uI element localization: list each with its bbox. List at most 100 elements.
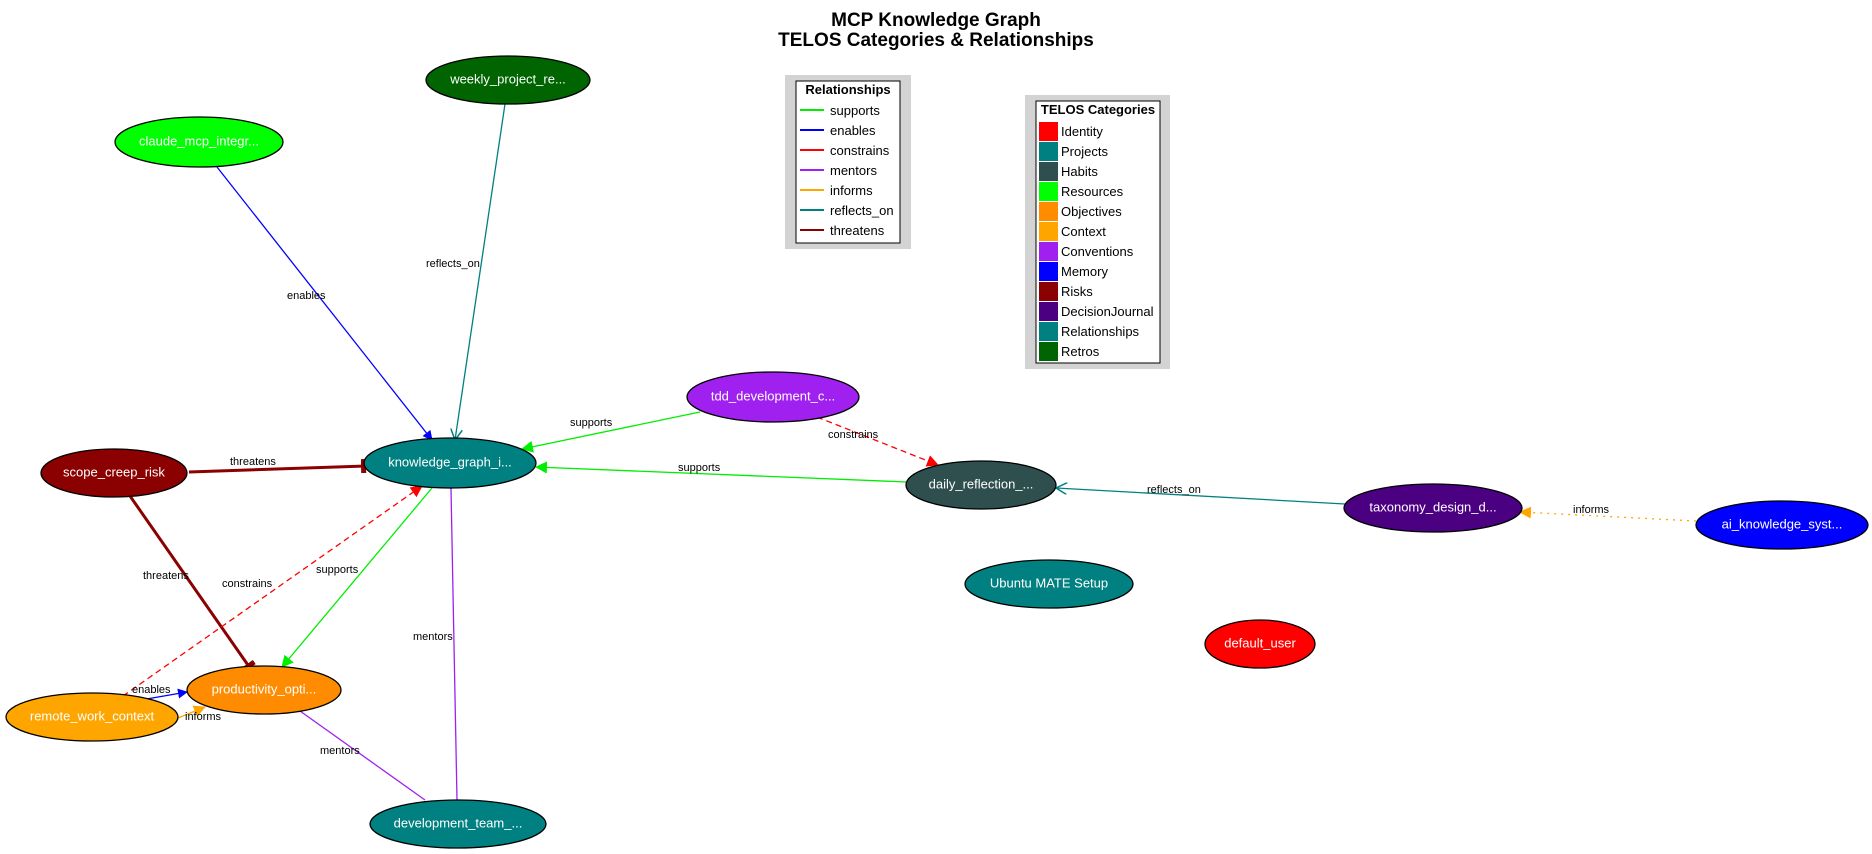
node-label: taxonomy_design_d... — [1369, 499, 1496, 514]
edge-constrains-tdd-to-daily[interactable] — [816, 416, 939, 467]
edge-threatens-scope-to-prod[interactable] — [128, 495, 256, 673]
legend-item-decisionjournal: DecisionJournal — [1039, 302, 1154, 321]
legend-label: Projects — [1061, 144, 1108, 159]
edge-enables-claude-to-kg[interactable] — [216, 166, 433, 441]
node-label: Ubuntu MATE Setup — [990, 575, 1108, 590]
edge-informs-ai-to-tax[interactable] — [1519, 506, 1697, 522]
legend-label: mentors — [830, 163, 877, 178]
edge-constrains-remote-to-kg[interactable] — [122, 485, 423, 697]
legend-item-context: Context — [1039, 222, 1106, 241]
legend-label: DecisionJournal — [1061, 304, 1154, 319]
edge-label: enables — [287, 290, 326, 302]
legend-label: Conventions — [1061, 244, 1134, 259]
node-scope-creep[interactable]: scope_creep_risk — [40, 448, 188, 498]
legend-item-informs: informs — [800, 183, 873, 198]
legend-label: Risks — [1061, 284, 1093, 299]
legend-item-enables: enables — [800, 123, 876, 138]
node-label: remote_work_context — [30, 708, 155, 723]
edge-supports-daily-to-kg[interactable] — [535, 461, 908, 483]
edge-threatens-scope-to-kg[interactable] — [188, 459, 367, 474]
categories-legend: TELOS Categories IdentityProjectsHabitsR… — [1025, 95, 1170, 369]
legend-label: Habits — [1061, 164, 1098, 179]
edge-labels: enables reflects_on supports threatens c… — [132, 258, 1610, 757]
legend-item-identity: Identity — [1039, 122, 1103, 141]
edge-reflects-weekly-to-kg[interactable] — [455, 103, 506, 440]
node-label: ai_knowledge_syst... — [1722, 516, 1843, 531]
edge-supports-tdd-to-kg[interactable] — [521, 411, 701, 453]
relationships-legend-box — [795, 80, 901, 244]
node-productivity[interactable]: productivity_opti... — [186, 665, 342, 715]
node-development-team[interactable]: development_team_... — [369, 799, 547, 849]
node-label: daily_reflection_... — [929, 476, 1034, 491]
node-label: weekly_project_re... — [449, 71, 566, 86]
edge-label: constrains — [222, 578, 273, 590]
legend-label: Identity — [1061, 124, 1103, 139]
legend-swatch — [1039, 322, 1058, 341]
node-ubuntu-mate[interactable]: Ubuntu MATE Setup — [964, 559, 1134, 609]
node-weekly-project[interactable]: weekly_project_re... — [425, 55, 591, 105]
legend-swatch — [1039, 142, 1058, 161]
legend-swatch — [1039, 122, 1058, 141]
legend-item-constrains: constrains — [800, 143, 890, 158]
edge-mentors-dev-to-kg[interactable] — [445, 476, 458, 801]
legend-label: informs — [830, 183, 873, 198]
node-label: scope_creep_risk — [63, 464, 165, 479]
edge-label: informs — [1573, 504, 1610, 516]
legend-item-risks: Risks — [1039, 282, 1093, 301]
node-label: default_user — [1224, 635, 1296, 650]
node-shape — [905, 460, 1057, 510]
legend-label: reflects_on — [830, 203, 894, 218]
legend-label: threatens — [830, 223, 885, 238]
node-tdd-development[interactable]: tdd_development_c... — [686, 371, 860, 423]
legend-swatch — [1039, 262, 1058, 281]
legend-item-reflects_on: reflects_on — [800, 203, 894, 218]
legend-label: Context — [1061, 224, 1106, 239]
legend-label: supports — [830, 103, 880, 118]
node-shape — [40, 448, 188, 498]
legend-item-supports: supports — [800, 103, 880, 118]
node-shape — [369, 799, 547, 849]
legend-item-conventions: Conventions — [1039, 242, 1134, 261]
edge-label: threatens — [230, 456, 276, 468]
edge-label: supports — [678, 462, 721, 474]
legend-swatch — [1039, 182, 1058, 201]
edge-label: informs — [185, 711, 222, 723]
legend-item-objectives: Objectives — [1039, 202, 1122, 221]
legend-swatch — [1039, 162, 1058, 181]
edge-reflects-tax-to-daily[interactable] — [1056, 488, 1346, 505]
legend-swatch — [1039, 222, 1058, 241]
edge-supports-kg-to-prod[interactable] — [281, 487, 433, 668]
node-shape — [1204, 619, 1316, 669]
node-taxonomy-design[interactable]: taxonomy_design_d... — [1343, 483, 1523, 533]
edges — [122, 103, 1697, 801]
legend-label: Relationships — [1061, 324, 1140, 339]
node-remote-work[interactable]: remote_work_context — [5, 692, 179, 742]
node-default-user[interactable]: default_user — [1204, 619, 1316, 669]
node-label: productivity_opti... — [212, 681, 317, 696]
relationships-legend: Relationships supports enables constrains m… — [785, 75, 911, 249]
relationships-legend-title: Relationships — [805, 82, 890, 97]
node-knowledge-graph[interactable]: knowledge_graph_i... — [363, 437, 537, 489]
edge-mentors-dev-to-prod[interactable] — [289, 703, 426, 801]
node-shape — [5, 692, 179, 742]
edge-label: supports — [570, 417, 613, 429]
node-ai-knowledge[interactable]: ai_knowledge_syst... — [1695, 500, 1869, 550]
edge-informs-remote-to-prod[interactable] — [177, 705, 206, 719]
diagram-subtitle: TELOS Categories & Relationships — [778, 30, 1094, 51]
node-daily-reflection[interactable]: daily_reflection_... — [905, 460, 1057, 510]
legend-swatch — [1039, 302, 1058, 321]
legend-label: enables — [830, 123, 876, 138]
legend-label: Resources — [1061, 184, 1124, 199]
node-label: development_team_... — [394, 815, 523, 830]
node-shape — [114, 116, 284, 168]
edge-label: mentors — [413, 631, 453, 643]
node-claude-mcp[interactable]: claude_mcp_integr... — [114, 116, 284, 168]
edge-label: reflects_on — [1147, 484, 1201, 496]
node-shape — [1343, 483, 1523, 533]
node-shape — [1695, 500, 1869, 550]
legend-item-habits: Habits — [1039, 162, 1098, 181]
legend-swatch — [1039, 282, 1058, 301]
edge-label: supports — [316, 564, 359, 576]
edge-label: enables — [132, 684, 171, 696]
